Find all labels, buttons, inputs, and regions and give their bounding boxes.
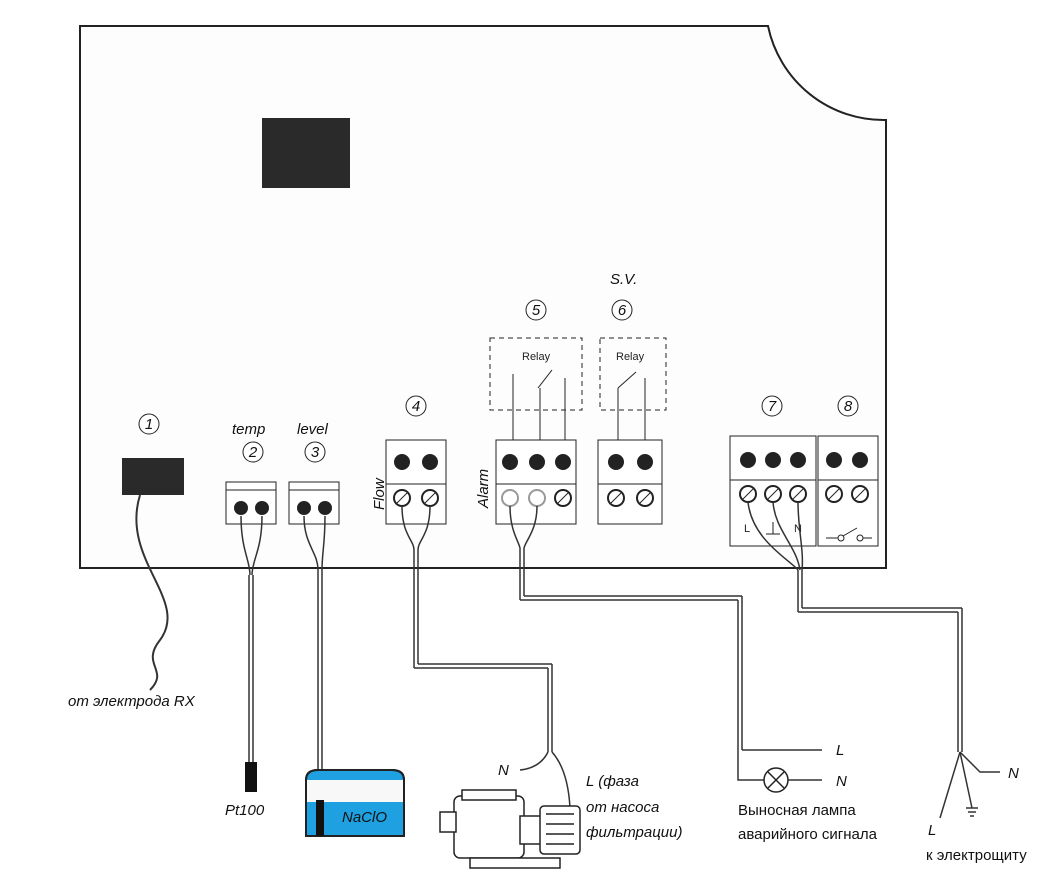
display-window (262, 118, 350, 188)
svg-text:1: 1 (145, 416, 153, 433)
svg-text:7: 7 (768, 398, 777, 415)
mains-label: к электрощиту (926, 847, 1027, 864)
callout-6: 6 (611, 299, 633, 321)
sv-label: S.V. (610, 271, 637, 288)
terminal-temp (225, 481, 277, 525)
relay-sv: Relay (599, 337, 667, 440)
mains-l-label: L (928, 822, 936, 839)
naclo-label: NaClO (342, 809, 387, 826)
power-cable (747, 501, 1000, 819)
terminal-level (288, 481, 340, 525)
alarm-lamp (763, 767, 789, 793)
pump-l-label-2: от насоса (586, 799, 659, 816)
lamp-label-1: Выносная лампа (738, 802, 856, 819)
flow-cable (401, 505, 571, 809)
callout-2: 2 (242, 441, 264, 463)
svg-text:4: 4 (412, 398, 420, 415)
svg-text:8: 8 (844, 398, 853, 415)
pt100-cable (240, 515, 263, 762)
callout-5: 5 (525, 299, 547, 321)
pump-l-label-1: L (фаза (586, 773, 639, 790)
rx-electrode-label: от электрода RX (68, 693, 196, 710)
pt100-sensor (245, 762, 257, 792)
svg-text:3: 3 (311, 444, 320, 461)
svg-text:6: 6 (618, 302, 627, 319)
callout-8: 8 (837, 395, 859, 417)
svg-text:L: L (744, 523, 750, 535)
temp-label: temp (232, 421, 265, 438)
rx-cable (135, 494, 169, 691)
mains-n-label: N (1008, 765, 1019, 782)
level-cable (303, 515, 326, 800)
terminal-sv (597, 439, 663, 525)
relay-alarm: Relay (489, 337, 583, 440)
lamp-n-label: N (836, 773, 847, 790)
rx-connector (122, 458, 184, 495)
svg-text:2: 2 (248, 444, 258, 461)
terminal-switch (817, 435, 879, 547)
lamp-l-label: L (836, 742, 844, 759)
callout-7: 7 (761, 395, 783, 417)
pump-l-label-3: фильтрации) (586, 824, 683, 841)
flow-label: Flow (371, 477, 388, 510)
naclo-tank: NaClO (305, 769, 405, 837)
terminal-flow (385, 439, 447, 525)
callout-3: 3 (304, 441, 326, 463)
lamp-label-2: аварийного сигнала (738, 826, 878, 843)
svg-text:N: N (794, 523, 802, 535)
filter-pump (439, 789, 581, 869)
level-label: level (297, 421, 329, 438)
svg-text:Relay: Relay (522, 351, 551, 363)
pt100-label: Pt100 (225, 802, 265, 819)
alarm-label: Alarm (475, 469, 492, 509)
callout-4: 4 (405, 395, 427, 417)
terminal-power: L N (729, 435, 817, 547)
svg-text:5: 5 (532, 302, 541, 319)
pump-n-label: N (498, 762, 509, 779)
svg-text:Relay: Relay (616, 351, 645, 363)
callout-1: 1 (138, 413, 160, 435)
alarm-cable (509, 505, 822, 781)
terminal-alarm (495, 439, 577, 525)
